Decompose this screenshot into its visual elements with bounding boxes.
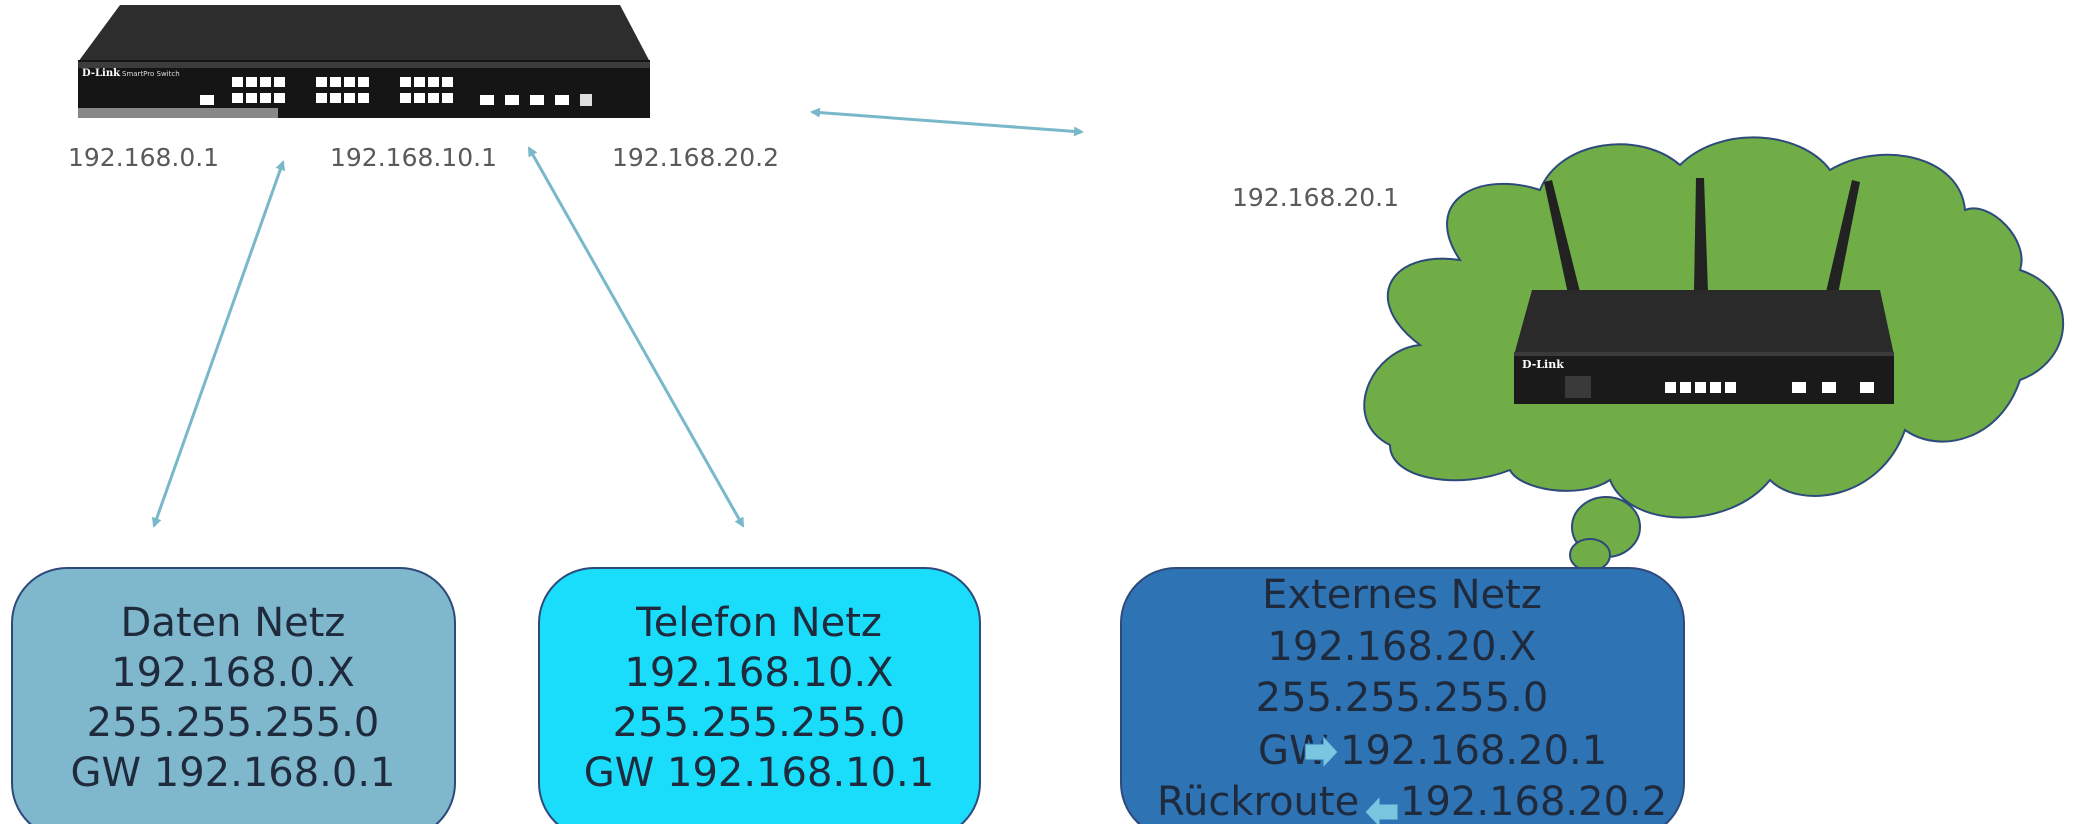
switch-ip-telefon: 192.168.10.1 xyxy=(330,143,497,172)
router-ports xyxy=(1565,376,1874,398)
switch-ip-extern: 192.168.20.2 xyxy=(612,143,779,172)
telefon-title: Telefon Netz xyxy=(635,600,882,646)
switch-model: SmartPro Switch xyxy=(122,70,180,78)
left-arrow-icon xyxy=(1364,794,1399,824)
daten-mask: 255.255.255.0 xyxy=(87,700,380,746)
extern-title: Externes Netz xyxy=(1262,572,1542,618)
router-device: D-Link xyxy=(1514,178,1894,404)
data-net-arrow xyxy=(151,160,286,528)
router-brand: D-Link xyxy=(1522,358,1564,371)
switch-brand: D-Link xyxy=(82,68,121,79)
switch-ip-data: 192.168.0.1 xyxy=(68,143,219,172)
extern-mask: 255.255.255.0 xyxy=(1256,675,1549,721)
network-box-extern: Externes Netz 192.168.20.X 255.255.255.0… xyxy=(1120,567,1685,824)
extern-route-value: 192.168.20.2 xyxy=(1400,779,1667,824)
telefon-net-arrow xyxy=(527,146,745,528)
switch-device: D-Link SmartPro Switch xyxy=(78,5,650,118)
extern-gw-value: 192.168.20.1 xyxy=(1340,728,1607,774)
network-box-daten: Daten Netz 192.168.0.X 255.255.255.0 GW … xyxy=(11,567,456,824)
telefon-subnet: 192.168.10.X xyxy=(624,650,893,696)
router-ip-label: 192.168.20.1 xyxy=(1232,183,1399,212)
telefon-gateway: GW 192.168.10.1 xyxy=(584,750,934,796)
network-box-telefon: Telefon Netz 192.168.10.X 255.255.255.0 … xyxy=(538,567,981,824)
daten-title: Daten Netz xyxy=(121,600,346,646)
right-arrow-icon xyxy=(1304,734,1339,770)
extern-subnet: 192.168.20.X xyxy=(1267,624,1536,670)
daten-gateway: GW 192.168.0.1 xyxy=(71,750,396,796)
extern-route-label: Rückroute xyxy=(1157,779,1359,824)
switch-router-arrow xyxy=(810,107,1084,137)
daten-subnet: 192.168.0.X xyxy=(111,650,355,696)
switch-ports xyxy=(200,77,592,106)
telefon-mask: 255.255.255.0 xyxy=(613,700,906,746)
